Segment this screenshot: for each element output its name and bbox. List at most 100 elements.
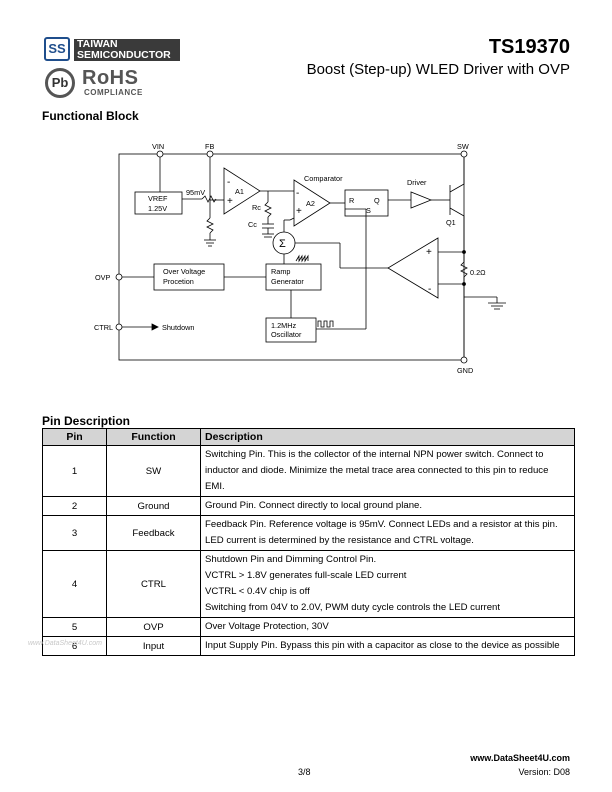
label-osc-2: Oscillator [271,330,302,339]
company-line1: TAIWAN [77,38,118,50]
label-a1-plus: + [227,196,233,207]
label-ovp-block-2: Procetion [163,277,194,286]
label-vref: VREF [148,194,168,203]
label-shutdown: Shutdown [162,323,194,332]
pin-function: Feedback [106,515,201,551]
pin-description-heading: Pin Description [42,414,131,428]
logo-mark-icon: SS [44,37,70,61]
vref-block [134,191,183,215]
description-line: VCTRL > 1.8V generates full-scale LED cu… [205,570,407,581]
pin-function: Ground [106,496,201,516]
label-ramp-1: Ramp [271,267,290,276]
description-line: Over Voltage Protection, 30V [205,621,329,632]
pin-function: OVP [106,617,201,637]
label-fb: FB [205,142,214,151]
pin-description: Over Voltage Protection, 30V [200,617,575,637]
pin-description: Shutdown Pin and Dimming Control Pin. VC… [200,550,575,618]
description-line: Ground Pin. Connect directly to local gr… [205,500,423,511]
label-amp-plus: + [426,247,432,258]
pin-description: Switching Pin. This is the collector of … [200,445,575,497]
amplifier-a1 [223,167,261,215]
table-row: 3 Feedback Feedback Pin. Reference volta… [42,515,575,551]
label-vref-value: 1.25V [148,204,167,213]
pin-description: Feedback Pin. Reference voltage is 95mV.… [200,515,575,551]
table-row: 5 OVP Over Voltage Protection, 30V [42,617,575,637]
part-number: TS19370 [488,36,570,58]
label-rc: Rc [252,203,261,212]
pin-function: CTRL [106,550,201,618]
sw-pin [460,150,468,158]
watermark: www.DataSheet4U.com [28,640,102,647]
table-row: 1 SW Switching Pin. This is the collecto… [42,445,575,497]
description-line: Feedback Pin. Reference voltage is 95mV.… [205,519,558,530]
rohs-compliance-label: COMPLIANCE [84,88,143,97]
label-a2-plus: + [296,206,302,217]
table-row: 6 Input Input Supply Pin. Bypass this pi… [42,636,575,656]
label-q1: Q1 [446,218,456,227]
label-amp-minus: - [428,284,431,295]
pin-description: Ground Pin. Connect directly to local gr… [200,496,575,516]
label-vin: VIN [152,142,164,151]
fb-pin [206,150,214,158]
label-sw: SW [457,142,469,151]
label-ramp-2: Generator [271,277,304,286]
label-osc-1: 1.2MHz [271,321,296,330]
label-r: R [349,196,354,205]
company-logo: SS TAIWAN SEMICONDUCTOR [44,37,180,63]
functional-block-diagram: VIN FB SW GND OVP CTRL VREF 1.25V 95mV A… [94,142,506,375]
label-a2: A2 [306,199,315,208]
label-a1: A1 [235,187,244,196]
rohs-label: RoHS [82,67,139,89]
comparator-a2 [293,179,331,227]
pin-description: Input Supply Pin. Bypass this pin with a… [200,636,575,656]
description-line: Switching Pin. This is the collector of … [205,449,544,460]
label-ovp-block-1: Over Voltage [163,267,205,276]
description-line: Switching from 04V to 2.0V, PWM duty cyc… [205,602,501,613]
label-driver: Driver [407,178,427,187]
label-a1-minus: - [227,177,230,188]
pin-number: 4 [42,550,107,618]
label-cc: Cc [248,220,257,229]
label-ctrl: CTRL [94,323,113,332]
column-header-pin: Pin [42,428,107,446]
functional-block-heading: Functional Block [42,109,139,123]
description-line: VCTRL < 0.4V chip is off [205,586,310,597]
label-comparator: Comparator [304,174,343,183]
table-row: 4 CTRL Shutdown Pin and Dimming Control … [42,550,575,618]
label-a2-minus: - [296,188,299,199]
label-s: S [366,206,371,215]
label-sigma: Σ [279,238,286,250]
column-header-description: Description [200,428,575,446]
pin-number: 2 [42,496,107,516]
pin-number: 5 [42,617,107,637]
rs-latch [344,189,389,217]
gnd-pin [460,356,468,364]
description-line: EMI. [205,481,225,492]
column-header-function: Function [106,428,201,446]
company-name: TAIWAN SEMICONDUCTOR [74,39,180,61]
table-header-row: Pin Function Description [42,428,575,446]
label-ovp: OVP [95,273,111,282]
pin-number: 1 [42,445,107,497]
page-number: 3/8 [298,767,311,777]
label-rsense: 0.2Ω [470,268,486,277]
document-title: Boost (Step-up) WLED Driver with OVP [306,61,570,78]
description-line: inductor and diode. Minimize the metal t… [205,465,549,476]
vin-pin [156,150,164,158]
driver-buffer [410,191,433,209]
table-row: 2 Ground Ground Pin. Connect directly to… [42,496,575,516]
pin-number: 3 [42,515,107,551]
description-line: Input Supply Pin. Bypass this pin with a… [205,640,560,651]
label-q: Q [374,196,380,205]
footer-website-link[interactable]: www.DataSheet4U.com [470,753,570,763]
description-line: Shutdown Pin and Dimming Control Pin. [205,554,377,565]
pin-function: Input [106,636,201,656]
label-95mv: 95mV [186,188,205,197]
ctrl-pin [115,323,123,331]
description-line: LED current is determined by the resista… [205,535,474,546]
label-gnd: GND [457,366,473,375]
document-version: Version: D08 [518,767,570,777]
current-sense-amp [387,237,439,299]
pin-description-table: Pin Function Description 1 SW Switching … [42,428,575,656]
ovp-pin [115,273,123,281]
